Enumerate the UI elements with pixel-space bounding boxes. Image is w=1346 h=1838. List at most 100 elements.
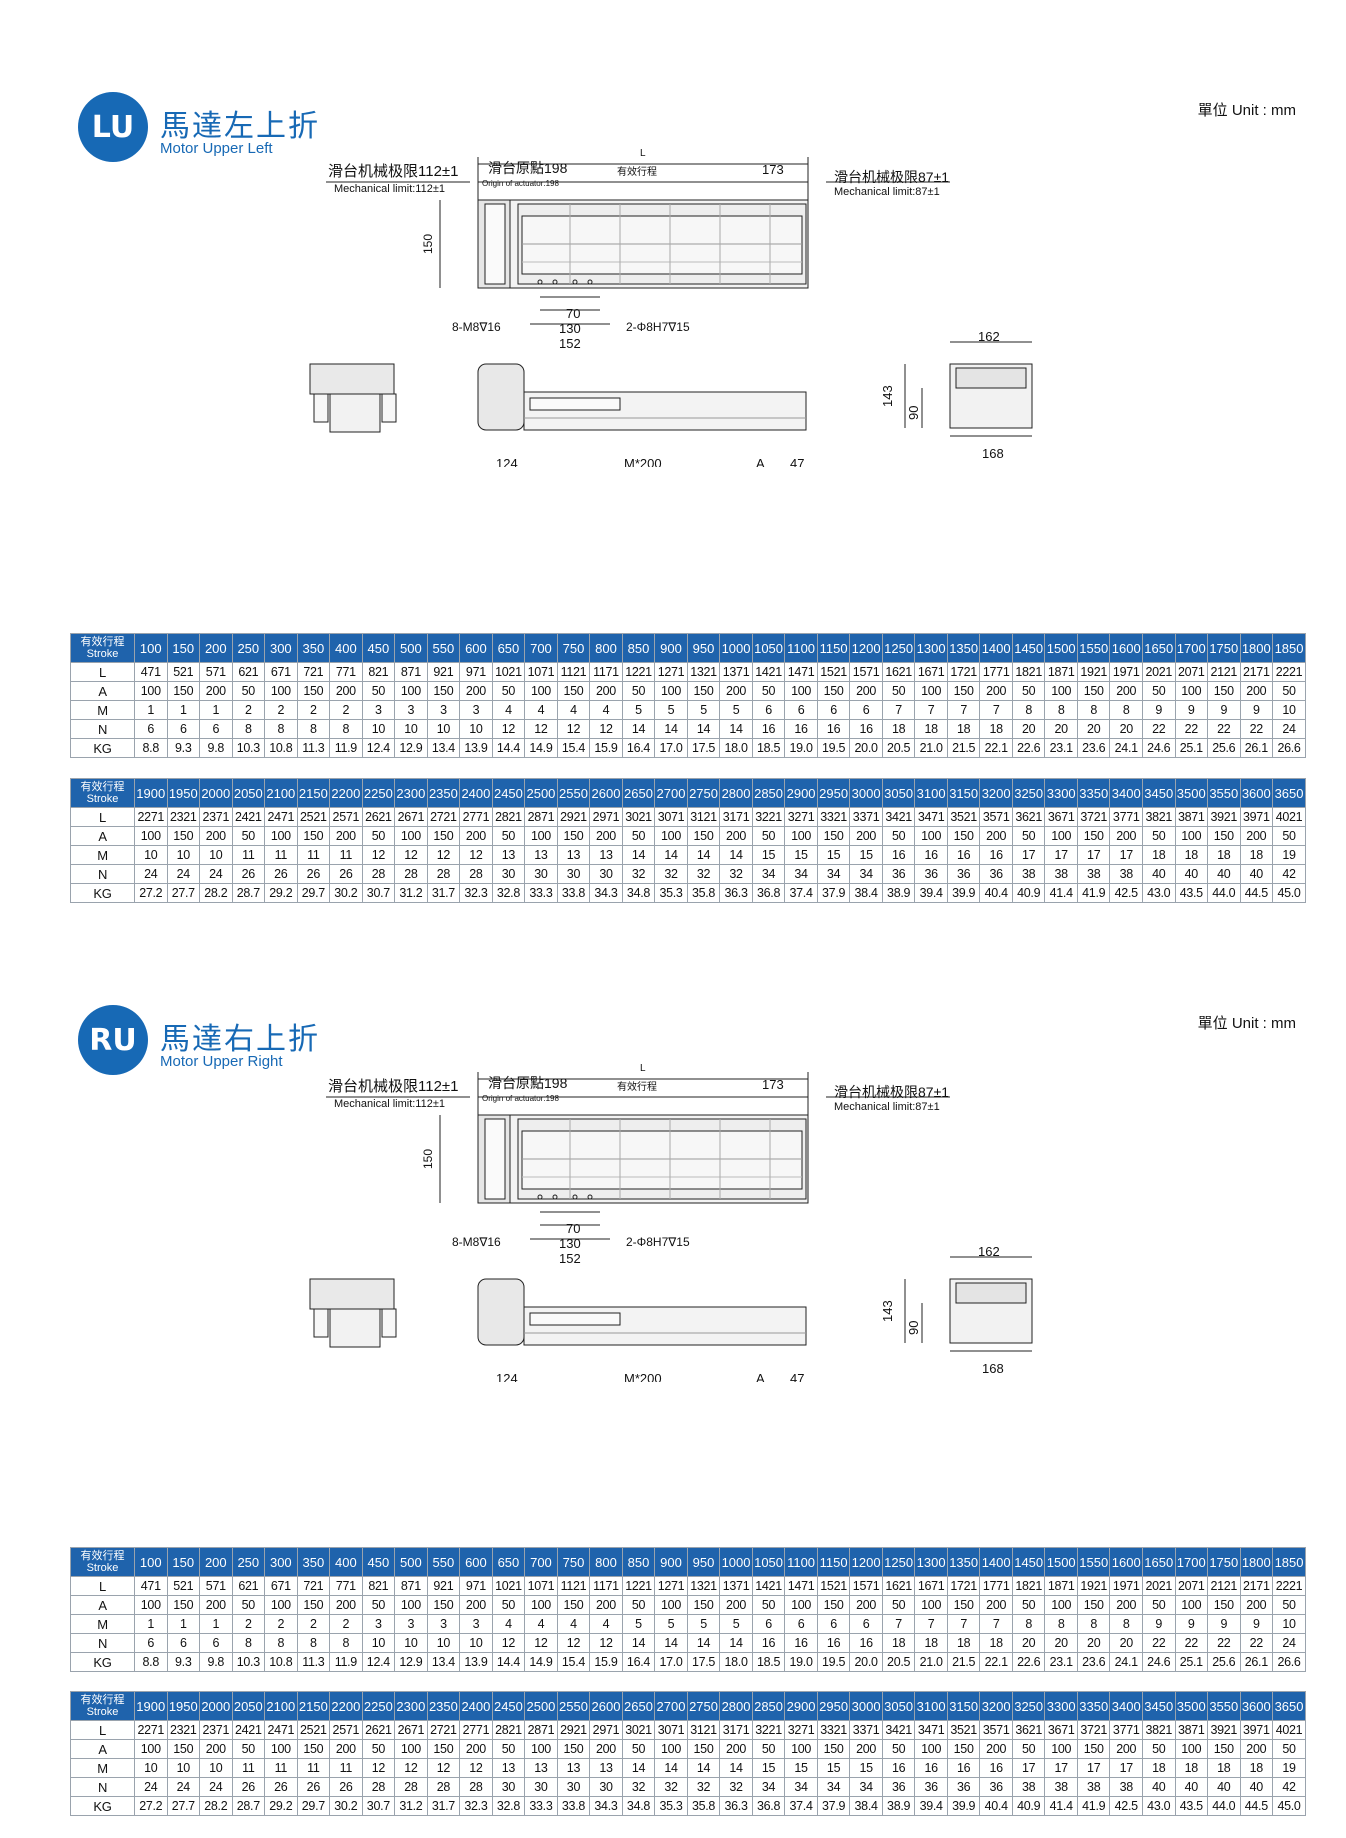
- table-cell: 3471: [914, 1720, 948, 1740]
- table-cell: 31.2: [394, 1796, 428, 1816]
- section-ru: RU 馬達右上折 Motor Upper Right 單位 Unit : mm: [0, 915, 1346, 1838]
- table-cell: 20.5: [881, 738, 916, 758]
- table-cell: 9.3: [166, 1652, 201, 1672]
- table-cell: 3921: [1207, 1720, 1241, 1740]
- table-cell: 3171: [719, 807, 753, 827]
- table-cell: 18: [881, 719, 916, 739]
- table-cell: 50: [751, 681, 786, 701]
- table-cell: 11: [329, 845, 363, 865]
- table-cell: 2921: [556, 1720, 591, 1740]
- table-cell: 11.3: [296, 1652, 331, 1672]
- stroke-value-cell: 1450: [1011, 1547, 1046, 1577]
- stroke-value-cell: 450: [361, 1547, 396, 1577]
- table-cell: 12: [556, 719, 591, 739]
- table-cell: 521: [166, 1576, 201, 1596]
- table-cell: 14: [686, 719, 721, 739]
- table-cell: 33.8: [556, 1796, 591, 1816]
- row-label-cell: N: [70, 864, 135, 884]
- table-cell: 1571: [849, 1576, 883, 1596]
- table-cell: 42: [1272, 1777, 1306, 1797]
- table-cell: 200: [719, 1595, 753, 1615]
- table-cell: 22.1: [979, 1652, 1013, 1672]
- row-label-cell: M: [70, 845, 135, 865]
- table-cell: 200: [1239, 1739, 1274, 1759]
- table-cell: 200: [1239, 1595, 1274, 1615]
- table-cell: 8: [264, 719, 298, 739]
- table-cell: 40.4: [979, 1796, 1013, 1816]
- table-cell: 39.4: [914, 883, 948, 903]
- table-cell: 2521: [296, 807, 331, 827]
- row-label-cell: A: [70, 826, 135, 846]
- stroke-value-cell: 250: [231, 1547, 266, 1577]
- table-cell: 18: [946, 719, 981, 739]
- table-cell: 150: [686, 1739, 721, 1759]
- table-cell: 25.6: [1207, 738, 1241, 758]
- table-cell: 50: [751, 1595, 786, 1615]
- table-cell: 150: [686, 826, 721, 846]
- stroke-value-cell: 3050: [881, 778, 916, 808]
- table-cell: 34.8: [621, 1796, 656, 1816]
- stroke-value-cell: 2250: [361, 1691, 396, 1721]
- table-cell: 35.3: [654, 1796, 688, 1816]
- stroke-value-cell: 3300: [1044, 1691, 1078, 1721]
- table-cell: 1071: [524, 1576, 558, 1596]
- table-cell: 2671: [394, 1720, 428, 1740]
- table-cell: 4: [491, 700, 526, 720]
- stroke-value-cell: 3550: [1207, 778, 1241, 808]
- table-cell: 32.8: [491, 1796, 526, 1816]
- stroke-value-cell: 1800: [1239, 1547, 1274, 1577]
- row-label-cell: L: [70, 662, 135, 682]
- table-cell: 100: [1044, 826, 1078, 846]
- table-cell: 8: [1044, 1614, 1078, 1634]
- table-cell: 3: [459, 700, 493, 720]
- table-cell: 3421: [881, 1720, 916, 1740]
- end-view-motor: [309, 363, 397, 433]
- table-cell: 3671: [1044, 807, 1078, 827]
- table-cell: 871: [394, 662, 428, 682]
- table-cell: 21.5: [946, 738, 981, 758]
- table-cell: 11: [231, 1758, 266, 1778]
- table-cell: 19.0: [784, 1652, 818, 1672]
- row-label-cell: M: [70, 700, 135, 720]
- table-cell: 14.4: [491, 1652, 526, 1672]
- table-cell: 6: [849, 700, 883, 720]
- stroke-value-cell: 300: [264, 1547, 298, 1577]
- table-cell: 18: [979, 1633, 1013, 1653]
- table-cell: 8: [296, 719, 331, 739]
- label-m200: M*200: [624, 456, 662, 467]
- stroke-value-cell: 1550: [1076, 1547, 1111, 1577]
- table-cell: 1021: [491, 662, 526, 682]
- table-cell: 2471: [264, 807, 298, 827]
- table-cell: 6: [751, 700, 786, 720]
- table-cell: 5: [654, 1614, 688, 1634]
- table-cell: 36: [881, 1777, 916, 1797]
- table-cell: 37.9: [816, 1796, 851, 1816]
- table-cell: 771: [329, 662, 363, 682]
- row-label-cell: M: [70, 1758, 135, 1778]
- table-cell: 39.9: [946, 883, 981, 903]
- lu-unit-label: 單位 Unit : mm: [1197, 102, 1296, 119]
- table-cell: 971: [459, 662, 493, 682]
- table-cell: 100: [394, 1595, 428, 1615]
- label-124: 124: [496, 456, 518, 467]
- stroke-value-cell: 2350: [426, 1691, 461, 1721]
- label-162: 162: [978, 329, 1000, 344]
- table-cell: 2271: [134, 1720, 168, 1740]
- label-mech-left-cn: 滑台机械极限112±1: [328, 163, 459, 180]
- table-cell: 22.6: [1011, 738, 1046, 758]
- table-cell: 41.4: [1044, 1796, 1078, 1816]
- stroke-header-en: Stroke: [86, 1706, 119, 1718]
- table-cell: 150: [556, 681, 591, 701]
- table-cell: 2721: [426, 807, 461, 827]
- stroke-value-cell: 3350: [1076, 778, 1111, 808]
- table-cell: 27.2: [134, 1796, 168, 1816]
- table-cell: 38: [1011, 864, 1046, 884]
- table-cell: 18: [914, 719, 948, 739]
- stroke-value-cell: 3400: [1109, 778, 1143, 808]
- label-m8: 8-M8∇16: [452, 320, 501, 334]
- stroke-value-cell: 1600: [1109, 1547, 1143, 1577]
- stroke-value-cell: 2150: [296, 778, 331, 808]
- stroke-value-cell: 3150: [946, 1691, 981, 1721]
